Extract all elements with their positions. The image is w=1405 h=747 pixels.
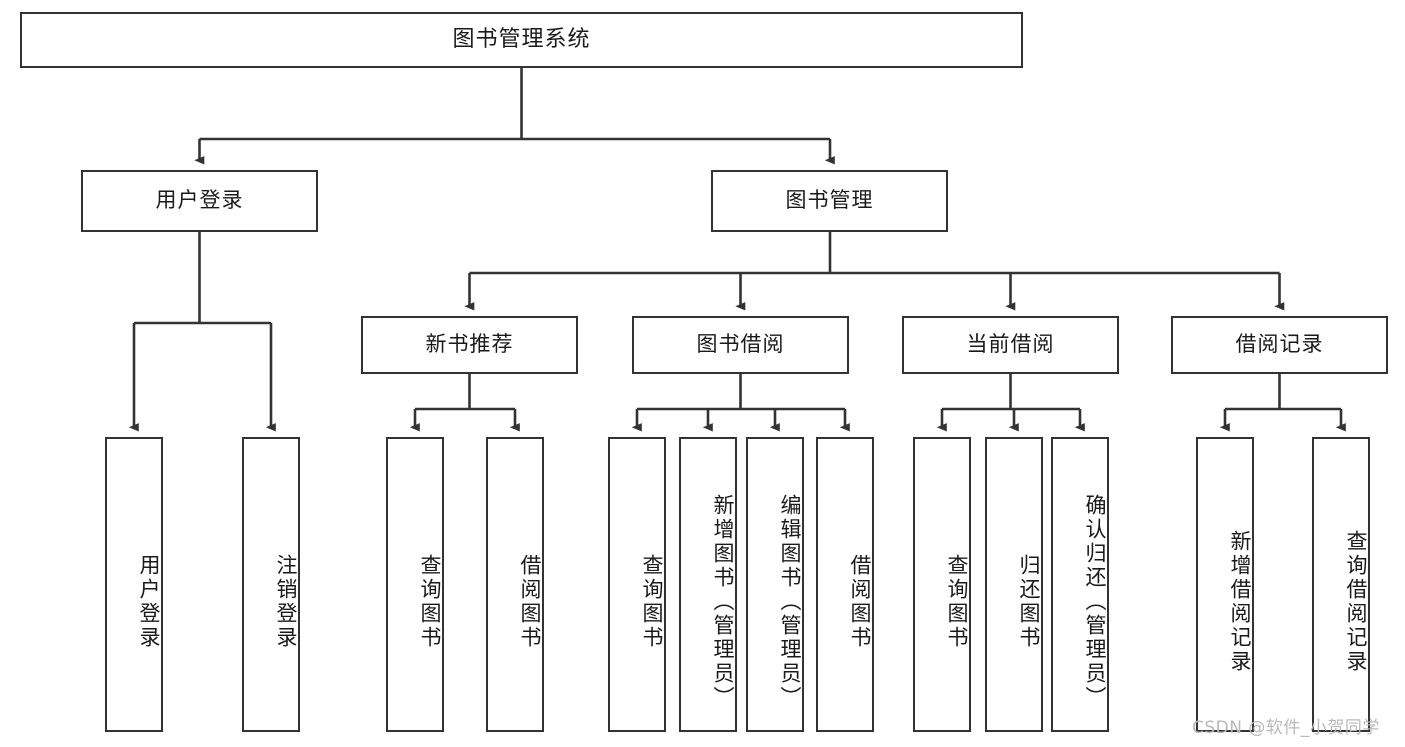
connector-newbook-to-leaves (409, 374, 520, 432)
csdn-watermark: CSDN @软件_小贺同学 (1192, 718, 1380, 738)
connector-userlogin-to-leaves (128, 232, 276, 432)
node-leaf-add-borrow-record[interactable]: 新增借阅记录 (1196, 437, 1254, 732)
node-borrow-record[interactable]: 借阅记录 (1171, 316, 1388, 374)
node-leaf-return-book[interactable]: 归还图书 (985, 437, 1043, 732)
node-book-borrow[interactable]: 图书借阅 (632, 316, 849, 374)
node-leaf-borrow-book-recommend[interactable]: 借阅图书 (486, 437, 544, 732)
node-leaf-query-borrow-record[interactable]: 查询借阅记录 (1312, 437, 1370, 732)
node-leaf-query-book-current[interactable]: 查询图书 (913, 437, 971, 732)
node-leaf-query-book-recommend[interactable]: 查询图书 (386, 437, 444, 732)
node-user-login[interactable]: 用户登录 (81, 170, 318, 232)
node-current-borrow[interactable]: 当前借阅 (902, 316, 1119, 374)
connector-bookmanage-to-level3 (464, 232, 1285, 311)
node-leaf-borrow-book[interactable]: 借阅图书 (816, 437, 874, 732)
node-book-manage[interactable]: 图书管理 (711, 170, 948, 232)
node-leaf-edit-book[interactable]: 编辑图书（管理员） (746, 437, 804, 732)
node-root-system[interactable]: 图书管理系统 (20, 12, 1023, 68)
node-new-book-recommend[interactable]: 新书推荐 (361, 316, 578, 374)
node-leaf-user-logout[interactable]: 注销登录 (242, 437, 300, 732)
connector-root-to-level2 (194, 68, 835, 165)
connector-currentborrow-to-leaves (936, 374, 1085, 432)
node-leaf-add-book[interactable]: 新增图书（管理员） (679, 437, 737, 732)
node-leaf-user-login[interactable]: 用户登录 (105, 437, 163, 732)
connector-borrowrecord-to-leaves (1219, 374, 1346, 432)
connector-bookborrow-to-leaves (631, 374, 850, 432)
node-leaf-confirm-return[interactable]: 确认归还（管理员） (1051, 437, 1109, 732)
node-leaf-query-book-borrow[interactable]: 查询图书 (608, 437, 666, 732)
